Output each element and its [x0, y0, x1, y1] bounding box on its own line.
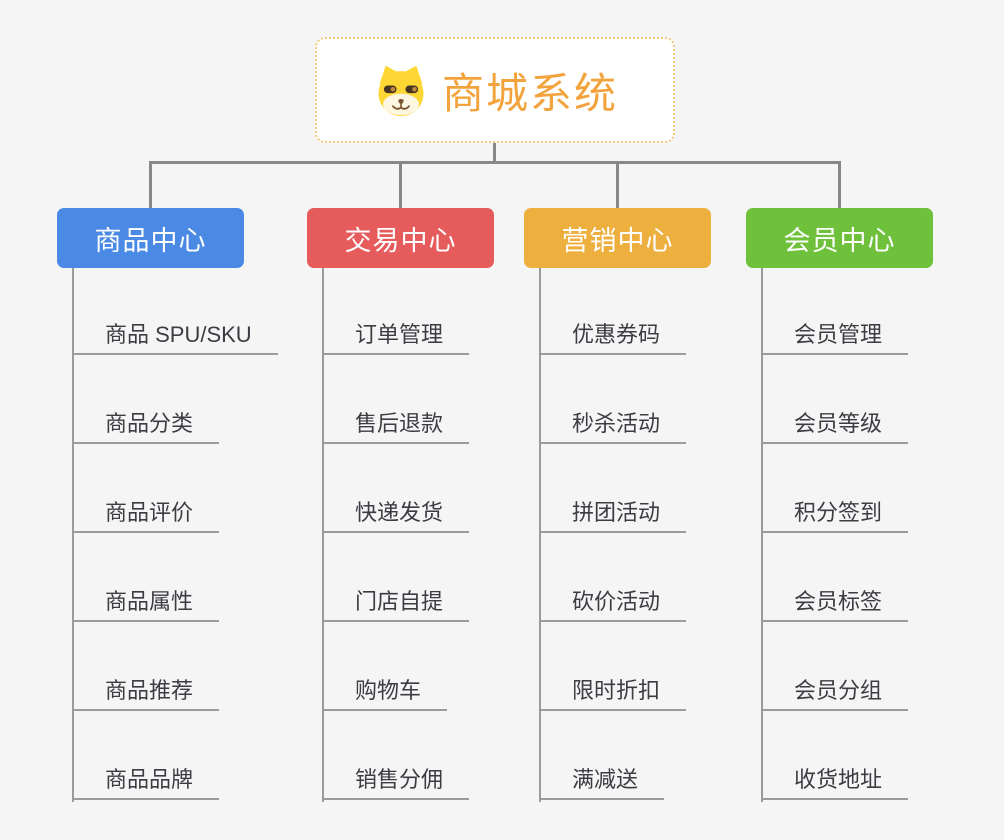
- connector-drop-marketing: [616, 161, 619, 211]
- leaf-node-flash-sale[interactable]: 秒杀活动: [539, 402, 687, 444]
- branch-spine-trade: [322, 268, 324, 802]
- leaf-node-member-management[interactable]: 会员管理: [761, 313, 909, 355]
- branch-spine-marketing: [539, 268, 541, 802]
- leaf-node-product-recommend[interactable]: 商品推荐: [72, 669, 220, 711]
- connector-drop-member: [838, 161, 841, 211]
- branch-column-marketing: 营销中心 优惠券码 秒杀活动 拼团活动 砍价活动 限时折扣 满减送: [524, 208, 784, 818]
- leaf-node-bargain-activity[interactable]: 砍价活动: [539, 580, 687, 622]
- leaf-node-sales-commission[interactable]: 销售分佣: [322, 758, 470, 800]
- leaf-node-member-level[interactable]: 会员等级: [761, 402, 909, 444]
- connector-root-stub: [493, 143, 496, 164]
- branch-column-member: 会员中心 会员管理 会员等级 积分签到 会员标签 会员分组 收货地址: [746, 208, 1004, 818]
- branch-node-trade[interactable]: 交易中心: [307, 208, 494, 268]
- leaf-node-order-management[interactable]: 订单管理: [322, 313, 470, 355]
- leaf-node-points-checkin[interactable]: 积分签到: [761, 491, 909, 533]
- leaf-node-product-category[interactable]: 商品分类: [72, 402, 220, 444]
- branch-spine-member: [761, 268, 763, 802]
- leaf-node-member-groups[interactable]: 会员分组: [761, 669, 909, 711]
- root-title: 商城系统: [441, 69, 618, 117]
- leaf-node-group-buy[interactable]: 拼团活动: [539, 491, 687, 533]
- branch-column-product: 商品中心 商品 SPU/SKU 商品分类 商品评价 商品属性 商品推荐 商品品牌: [57, 208, 317, 818]
- leaf-node-product-review[interactable]: 商品评价: [72, 491, 220, 533]
- leaf-node-product-spu-sku[interactable]: 商品 SPU/SKU: [72, 313, 278, 355]
- leaf-node-product-brand[interactable]: 商品品牌: [72, 758, 220, 800]
- leaf-node-coupon-code[interactable]: 优惠券码: [539, 313, 687, 355]
- leaf-node-store-pickup[interactable]: 门店自提: [322, 580, 470, 622]
- branch-column-trade: 交易中心 订单管理 售后退款 快递发货 门店自提 购物车 销售分佣: [307, 208, 567, 818]
- connector-drop-trade: [399, 161, 402, 211]
- leaf-node-express-delivery[interactable]: 快递发货: [322, 491, 470, 533]
- branch-node-marketing[interactable]: 营销中心: [524, 208, 711, 268]
- leaf-node-aftersale-refund[interactable]: 售后退款: [322, 402, 470, 444]
- leaf-node-shopping-cart[interactable]: 购物车: [322, 669, 448, 711]
- leaf-node-member-tags[interactable]: 会员标签: [761, 580, 909, 622]
- branch-spine-product: [72, 268, 74, 802]
- leaf-node-spend-and-save[interactable]: 满减送: [539, 758, 665, 800]
- leaf-node-shipping-address[interactable]: 收货地址: [761, 758, 909, 800]
- root-node[interactable]: 商城系统: [315, 37, 675, 143]
- leaf-node-limited-time-discount[interactable]: 限时折扣: [539, 669, 687, 711]
- branch-node-product[interactable]: 商品中心: [57, 208, 244, 268]
- dog-face-icon: [372, 63, 430, 117]
- connector-horizontal-bar: [149, 161, 841, 164]
- leaf-node-product-attribute[interactable]: 商品属性: [72, 580, 220, 622]
- branch-node-member[interactable]: 会员中心: [746, 208, 933, 268]
- connector-drop-product: [149, 161, 152, 211]
